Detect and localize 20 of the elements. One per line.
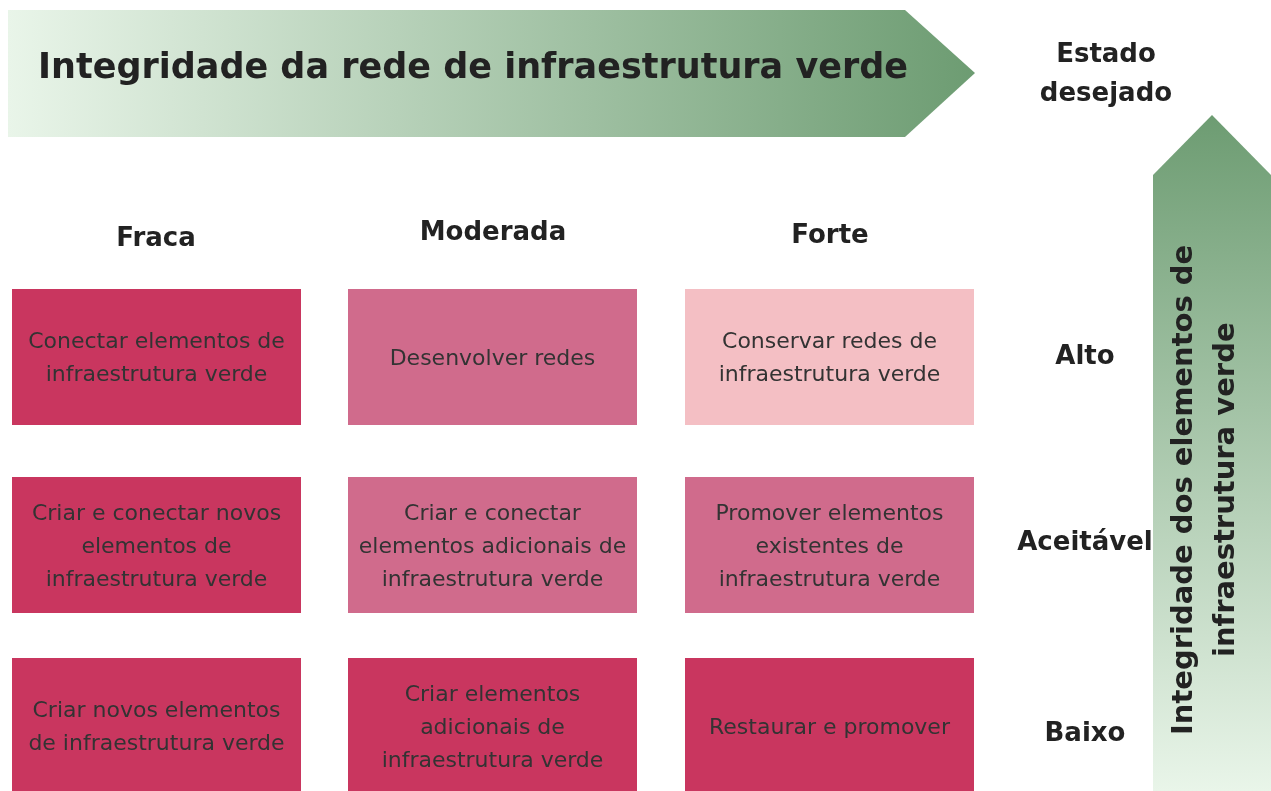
strategy-box: Conservar redes de infraestrutura verde: [685, 289, 974, 425]
strategy-box: Criar e conectar elementos adicionais de infraestrutura verde: [348, 477, 637, 613]
column-header: Forte: [790, 218, 870, 251]
arrow-banner: [8, 10, 975, 137]
row-header: Alto: [1054, 339, 1116, 372]
column-header: Moderada: [418, 215, 568, 248]
row-header: Aceitável: [1016, 525, 1154, 558]
vertical-arrow: [1153, 115, 1271, 791]
axis-title: Integridade dos elementos de infraestrutura verde: [1164, 243, 1243, 738]
strategy-box: Criar novos elementos de infraestrutura verde: [12, 658, 301, 791]
strategy-box: Promover elementos existentes de infraestrutura verde: [685, 477, 974, 613]
banner-title: Integridade da rede de infraestrutura verde: [38, 46, 908, 86]
status-label: Estado desejado: [1038, 37, 1174, 109]
strategy-box: Conectar elementos de infraestrutura verde: [12, 289, 301, 425]
strategy-box: Criar e conectar novos elementos de infraestrutura verde: [12, 477, 301, 613]
strategy-box: Desenvolver redes: [348, 289, 637, 425]
strategy-box: Criar elementos adicionais de infraestrutura verde: [348, 658, 637, 791]
row-header: Baixo: [1043, 716, 1127, 749]
strategy-box: Restaurar e promover: [685, 658, 974, 791]
column-header: Fraca: [115, 221, 197, 254]
